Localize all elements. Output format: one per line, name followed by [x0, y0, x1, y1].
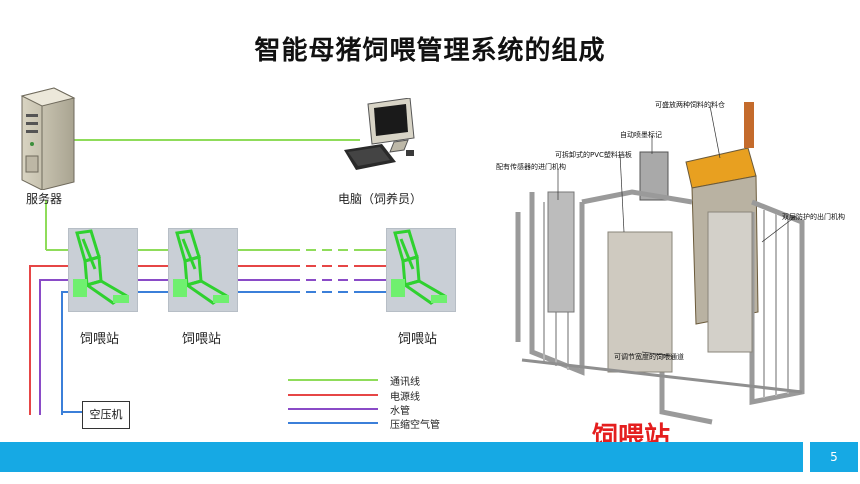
legend-water: 水管: [390, 406, 410, 417]
legend-power: 电源线: [390, 392, 420, 403]
network-diagram: [29, 139, 390, 424]
annotation-feeding-channel: 可调节宽度的饲喂通道: [614, 353, 684, 361]
annotation-exit-gate: 双层防护的出门机构: [782, 213, 845, 221]
annotation-ink-marker: 自动喷墨标记: [620, 131, 662, 139]
feeding-station-1: [68, 228, 138, 312]
legend-communication: 通讯线: [390, 377, 420, 388]
station-frame-icon: [73, 229, 129, 305]
legend-compressed-air: 压缩空气管: [390, 420, 440, 431]
server-icon: [20, 87, 76, 190]
annotation-hopper: 可盛放两种饲料的料仓: [655, 101, 725, 109]
annotation-pvc-baffle: 可拆卸式的PVC塑料挡板: [555, 151, 632, 159]
feeding-station-3: [386, 228, 456, 312]
page-number: 5: [810, 442, 858, 472]
air-compressor-box: 空压机: [82, 401, 130, 429]
station-frame-icon: [173, 229, 229, 305]
station-frame-icon: [391, 229, 447, 305]
computer-icon: [344, 98, 415, 170]
station-label-1: 饲喂站: [80, 332, 120, 347]
feeding-station-photo: [512, 92, 814, 436]
feeding-station-2: [168, 228, 238, 312]
annotation-entry-gate: 配有传感器的进门机构: [496, 163, 566, 171]
server-label: 服务器: [26, 192, 63, 206]
station-label-3: 饲喂站: [398, 332, 438, 347]
station-label-2: 饲喂站: [182, 332, 222, 347]
page-title: 智能母猪饲喂管理系统的组成: [254, 36, 606, 66]
footer-bar: [0, 442, 803, 472]
computer-label: 电脑（饲养员）: [338, 192, 423, 206]
